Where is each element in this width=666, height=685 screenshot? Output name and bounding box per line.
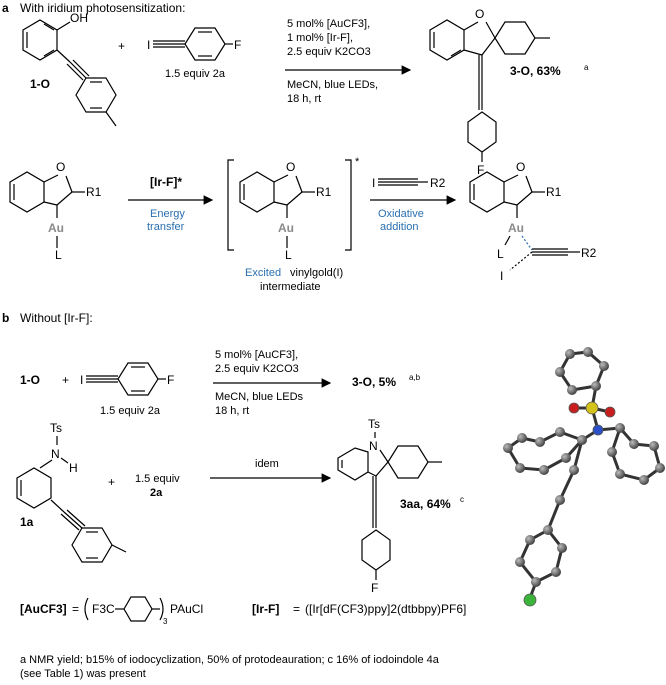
ir-label: [Ir-F]* xyxy=(150,175,182,189)
cond-a-3: 2.5 equiv K2CO3 xyxy=(287,46,371,58)
excited-label-2: intermediate xyxy=(260,281,321,293)
cond-b-1: 5 mol% [AuCF3], xyxy=(215,349,298,361)
reactant-1-O-label: 1-O xyxy=(30,77,50,91)
ox-addition-2: addition xyxy=(380,221,419,233)
idem-label: idem xyxy=(255,458,279,470)
product-3-O-sup: a xyxy=(584,63,589,72)
mech-gold: Au xyxy=(48,221,64,235)
mech-r1: R1 xyxy=(86,185,102,199)
3aa-n: N xyxy=(369,439,378,453)
1a-n: N xyxy=(51,447,60,461)
b-equiv2-2: 2a xyxy=(150,487,163,499)
b-iodoalkyne-2a: I F xyxy=(80,362,174,396)
reactant-2a-structure: I F xyxy=(147,27,241,61)
aucf3-def-label: [AuCF3] xyxy=(20,602,67,616)
product-3-O-structure: O F xyxy=(429,7,550,177)
iodine-label: I xyxy=(147,38,150,52)
mech-ligand: L xyxy=(55,248,62,262)
b-result: 3-O, 5% xyxy=(352,375,396,389)
cond-b-3: MeCN, blue LEDs xyxy=(215,391,304,403)
excited-word: Excited xyxy=(245,267,281,279)
product-fluorine: F xyxy=(477,163,484,177)
cond-a-1: 5 mol% [AuCF3], xyxy=(287,18,370,30)
final-gold: Au xyxy=(508,221,524,235)
bracket-right xyxy=(345,159,352,251)
reactant-1a-label: 1a xyxy=(20,515,34,529)
aucf3-f3c: F3C xyxy=(92,602,115,616)
oh-label: OH xyxy=(70,11,88,25)
reactant-1a-structure: Ts N H xyxy=(16,421,127,563)
equals-sign-2: = xyxy=(293,602,300,616)
reactant-1-O-structure: OH xyxy=(22,11,117,127)
cond-b-4: 18 h, rt xyxy=(215,405,249,417)
excited-oxygen: O xyxy=(286,160,295,174)
equals-sign-1: = xyxy=(72,602,79,616)
product-3aa-label: 3aa, 64% xyxy=(400,497,451,511)
cond-a-5: 18 h, rt xyxy=(287,93,321,105)
ox-addition-1: Oxidative xyxy=(378,208,424,220)
product-3-O-label: 3-O, 63% xyxy=(510,64,561,78)
1a-h: H xyxy=(69,461,78,475)
final-ligand: L xyxy=(497,247,504,261)
3aa-fluorine: F xyxy=(371,581,378,595)
final-r2: R2 xyxy=(581,246,597,260)
fluorine-label: F xyxy=(234,38,241,52)
cond-b-2: 2.5 equiv K2CO3 xyxy=(215,363,299,375)
plus-sign-a: + xyxy=(118,39,125,53)
final-oxygen: O xyxy=(516,160,525,174)
product-3aa-structure: Ts N F xyxy=(337,417,442,595)
b-equiv: 1.5 equiv 2a xyxy=(100,405,161,417)
panel-b-letter: b xyxy=(2,311,9,325)
b-iodine: I xyxy=(80,373,83,387)
b-fluorine: F xyxy=(167,373,174,387)
mech-oxygen: O xyxy=(56,160,65,174)
ox-iodine: I xyxy=(372,176,375,190)
vinylgold-structure: O R1 Au L xyxy=(9,160,102,262)
final-r1: R1 xyxy=(546,185,562,199)
ox-r2: R2 xyxy=(430,176,446,190)
b-plus: + xyxy=(62,373,69,387)
energy-transfer-1: Energy xyxy=(150,208,185,220)
irf-formula: ([Ir[dF(CF3)ppy]2(dtbbpy)PF6] xyxy=(305,602,466,616)
cond-a-4: MeCN, blue LEDs, xyxy=(287,79,378,91)
paren-right xyxy=(159,597,164,621)
irf-def-label: [Ir-F] xyxy=(252,602,279,616)
excited-label-rest: vinylgold(I) xyxy=(290,267,343,279)
xray-crystal-structure xyxy=(503,347,665,607)
aucf3-pauccl: PAuCl xyxy=(170,602,203,616)
b-equiv2-1: 1.5 equiv xyxy=(135,473,180,485)
excited-ligand: L xyxy=(285,248,292,262)
panel-b-title: Without [Ir-F]: xyxy=(20,311,93,325)
b-result-sup: a,b xyxy=(409,373,421,382)
excited-star: * xyxy=(355,156,360,168)
paren-left xyxy=(84,597,89,621)
energy-transfer-2: transfer xyxy=(147,221,185,233)
panel-a-letter: a xyxy=(2,1,9,15)
furan-oxygen: O xyxy=(475,7,484,21)
footnote-line-1: a NMR yield; b15% of iodocyclization, 50… xyxy=(20,654,440,666)
final-iodine: I xyxy=(500,269,503,283)
gold-alkyne-complex: O R1 Au L R2 I xyxy=(469,160,597,283)
b-reactant-1-O: 1-O xyxy=(20,373,40,387)
cond-a-2: 1 mol% [Ir-F], xyxy=(287,32,353,44)
excited-vinylgold-structure: O R1 Au L xyxy=(239,160,332,262)
b-plus-2: + xyxy=(108,475,115,489)
reactant-2a-equiv: 1.5 equiv 2a xyxy=(165,68,226,80)
3aa-ts: Ts xyxy=(368,417,380,431)
aucf3-phenyl xyxy=(123,596,153,622)
panel-a-title: With iridium photosensitization: xyxy=(20,1,185,15)
footnote-line-2: (see Table 1) was present xyxy=(20,668,146,680)
bracket-left xyxy=(227,159,234,251)
excited-r1: R1 xyxy=(316,185,332,199)
aucf3-sub3: 3 xyxy=(163,617,168,626)
excited-gold: Au xyxy=(278,221,294,235)
iodoalkyne-r2: I R2 xyxy=(372,176,446,190)
1a-ts: Ts xyxy=(50,421,62,435)
product-3aa-sup: c xyxy=(460,495,464,504)
